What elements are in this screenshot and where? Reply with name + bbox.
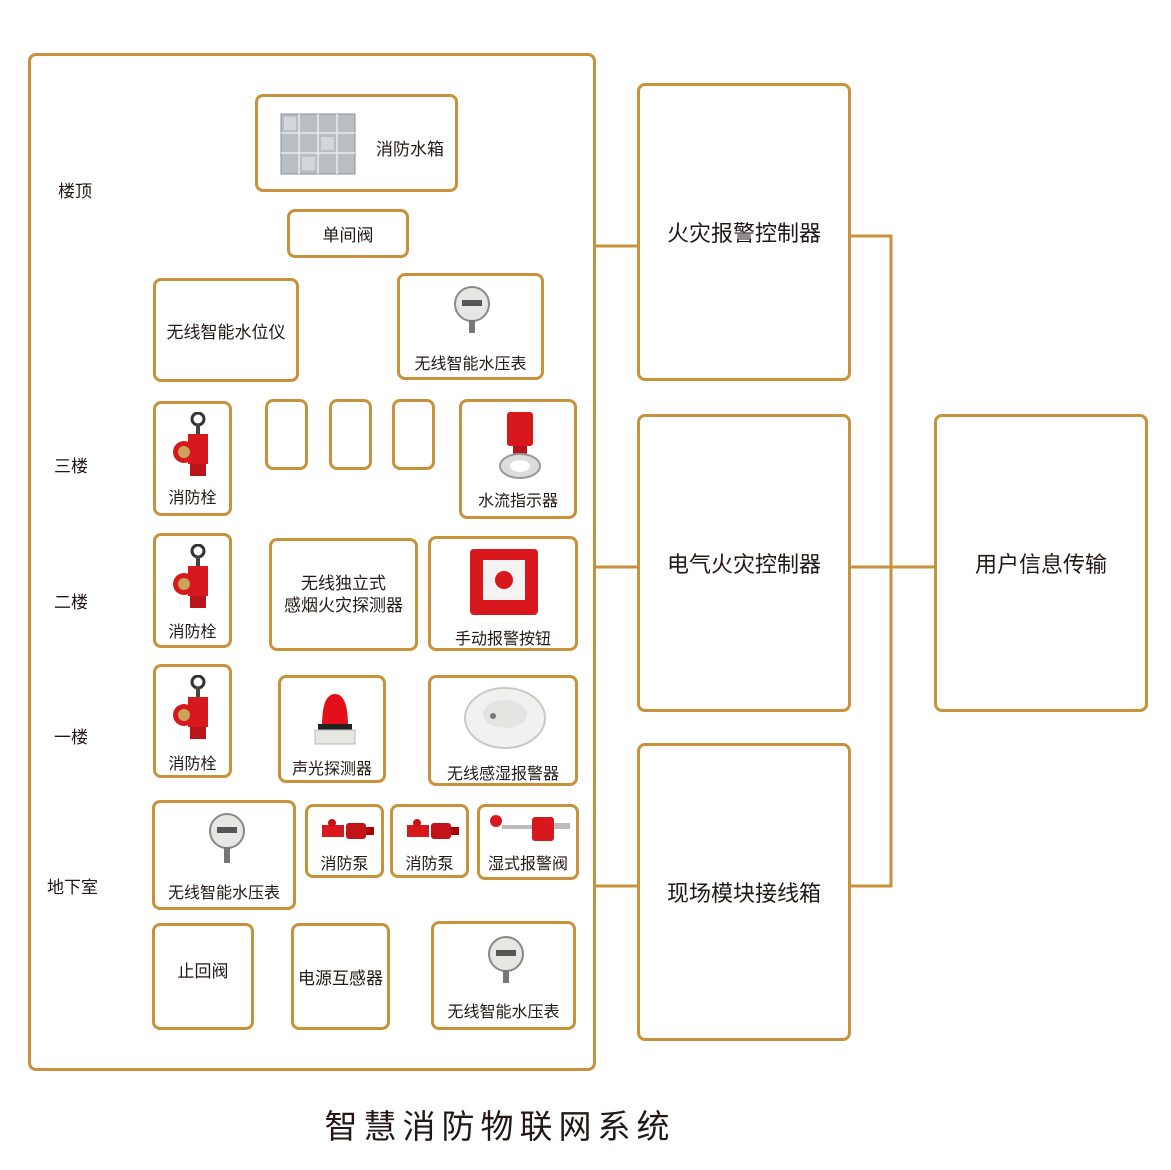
hydrant-2f-label: 消防栓 [168, 622, 217, 641]
humidity-alarm-label: 无线感湿报警器 [446, 764, 559, 783]
flow-indicator-node: 水流指示器 [459, 399, 577, 519]
floor-label-first: 一楼 [54, 728, 88, 748]
pressure-gauge-b1-label: 无线智能水压表 [167, 883, 280, 902]
detector-icon [464, 687, 546, 749]
empty-slot [329, 399, 372, 470]
flow-indicator-label: 水流指示器 [477, 491, 558, 510]
hydrant-2f-node: 消防栓 [153, 533, 232, 648]
alarm-valve-icon [490, 815, 570, 841]
pressure-gauge-icon [454, 286, 490, 333]
floor-label-basement: 地下室 [47, 878, 98, 898]
check-valve-b-node: 止回阀 [152, 923, 254, 1030]
pressure-gauge-b2-label: 无线智能水压表 [447, 1002, 560, 1021]
empty-slot [265, 399, 308, 470]
pressure-gauge-b2-node: 无线智能水压表 [431, 921, 576, 1030]
alarm-beacon-icon [314, 694, 356, 745]
check-valve-top-node: 单间阀 [287, 209, 409, 258]
floor-label-third: 三楼 [54, 457, 88, 477]
humidity-alarm-node: 无线感湿报警器 [428, 675, 578, 786]
water-tank-label: 消防水箱 [376, 140, 444, 160]
pressure-gauge-icon [209, 813, 245, 863]
pressure-gauge-3f-label: 无线智能水压表 [414, 354, 527, 373]
sound-light-label: 声光探测器 [291, 759, 372, 778]
sound-light-node: 声光探测器 [278, 675, 386, 783]
level-meter-node: 无线智能水位仪 [153, 278, 299, 382]
flow-indicator-icon [499, 412, 541, 479]
fire-alarm-controller: 火灾报警控制器 [637, 83, 851, 381]
current-sensor-label: 电源互感器 [298, 969, 383, 989]
manual-alarm-label: 手动报警按钮 [454, 629, 551, 648]
pump-1-label: 消防泵 [320, 854, 369, 873]
fire-hydrant-icon [173, 412, 208, 476]
electrical-fire-controller: 电气火灾控制器 [637, 414, 851, 712]
fire-pump-icon [407, 819, 459, 839]
wet-valve-label: 湿式报警阀 [487, 854, 568, 873]
field-module-box-label: 现场模块接线箱 [666, 882, 821, 907]
current-sensor-node: 电源互感器 [291, 923, 390, 1030]
fire-hydrant-icon [173, 675, 208, 739]
water-tank-node: 消防水箱 [255, 94, 458, 192]
floor-label-second: 二楼 [54, 593, 88, 613]
pump-2-label: 消防泵 [405, 854, 454, 873]
hydrant-3f-node: 消防栓 [153, 401, 232, 516]
pressure-gauge-b1-node: 无线智能水压表 [152, 800, 296, 910]
manual-alarm-icon [470, 549, 538, 615]
field-module-box: 现场模块接线箱 [637, 743, 851, 1041]
fire-alarm-controller-label: 火灾报警控制器 [666, 222, 821, 247]
smoke-detector-label: 无线独立式 感烟火灾探测器 [284, 573, 403, 616]
fire-hydrant-icon [173, 544, 208, 608]
water-tank-icon [280, 113, 356, 175]
pump-1-node: 消防泵 [305, 804, 384, 878]
hydrant-1f-label: 消防栓 [168, 754, 217, 773]
check-valve-top-label: 单间阀 [322, 226, 374, 246]
diagram-caption: 智慧消防物联网系统 [324, 1107, 676, 1146]
pressure-gauge-icon [488, 936, 524, 983]
hydrant-1f-node: 消防栓 [153, 664, 232, 778]
electrical-fire-controller-label: 电气火灾控制器 [666, 553, 821, 578]
wet-valve-node: 湿式报警阀 [477, 804, 579, 880]
level-meter-label: 无线智能水位仪 [166, 322, 286, 343]
pressure-gauge-3f-node: 无线智能水压表 [397, 273, 544, 380]
fire-pump-icon [322, 819, 374, 839]
manual-alarm-node: 手动报警按钮 [428, 536, 578, 651]
smoke-detector-node: 无线独立式 感烟火灾探测器 [269, 538, 418, 651]
check-valve-b-label: 止回阀 [177, 962, 229, 982]
user-info-transmitter-label: 用户信息传输 [974, 553, 1107, 578]
user-info-transmitter: 用户信息传输 [934, 414, 1148, 712]
pump-2-node: 消防泵 [390, 804, 469, 878]
empty-slot [392, 399, 435, 470]
floor-label-roof: 楼顶 [58, 182, 92, 202]
hydrant-3f-label: 消防栓 [168, 488, 217, 507]
